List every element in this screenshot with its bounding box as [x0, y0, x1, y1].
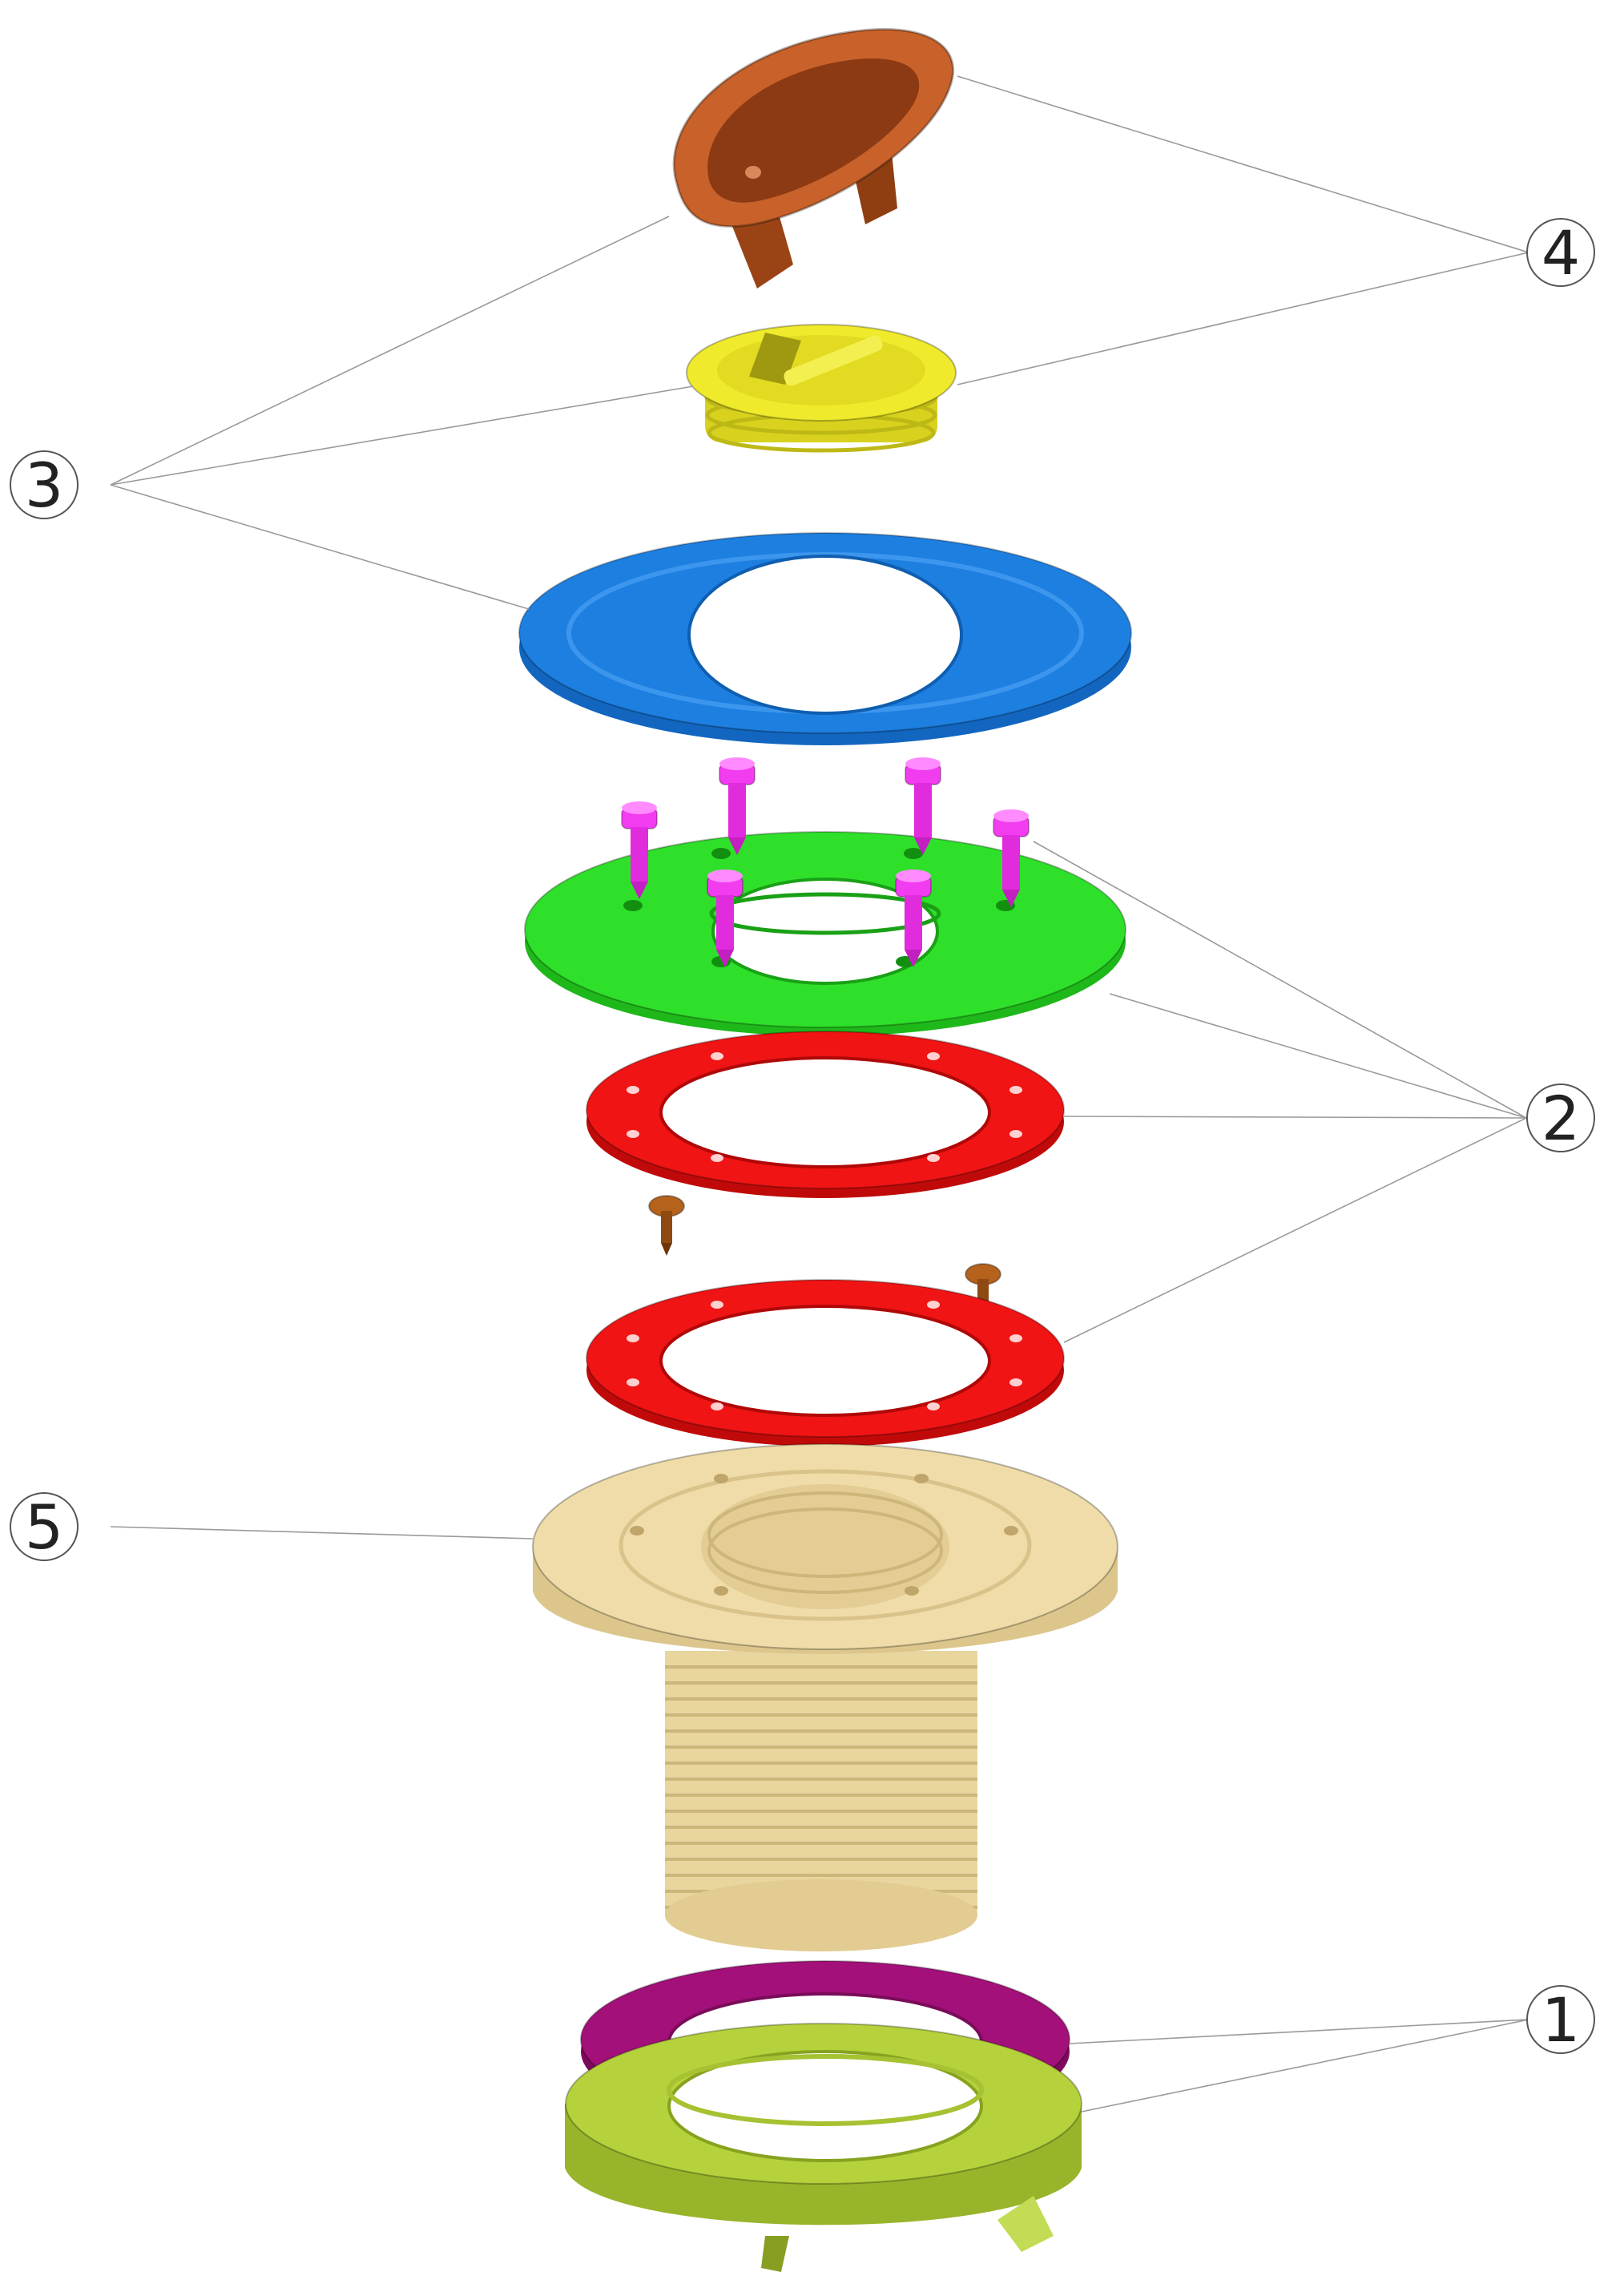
callout-4-number: 4 [1541, 217, 1580, 289]
callout-3-number: 3 [25, 450, 63, 521]
leader-lines [110, 75, 1529, 2112]
callout-1-number: 1 [1541, 1984, 1580, 2056]
callout-1: 1 [1526, 1984, 1595, 2056]
callout-4: 4 [1526, 217, 1595, 289]
lock-nut-part [565, 2023, 1082, 2272]
callout-2-number: 2 [1541, 1083, 1580, 1154]
flange-part [524, 831, 1126, 1036]
upper-gasket-part [586, 1031, 1065, 1198]
brown-screw [648, 1195, 685, 1257]
handle-key-part [672, 28, 955, 289]
lower-gasket-part [586, 1279, 1065, 1447]
cover-ring-part [518, 532, 1132, 745]
callout-5: 5 [10, 1491, 79, 1563]
body-fitting-part [532, 1443, 1118, 1951]
callout-5-number: 5 [25, 1491, 63, 1563]
callout-3: 3 [10, 450, 79, 521]
callout-2: 2 [1526, 1083, 1595, 1154]
threaded-plug-part [686, 324, 957, 453]
